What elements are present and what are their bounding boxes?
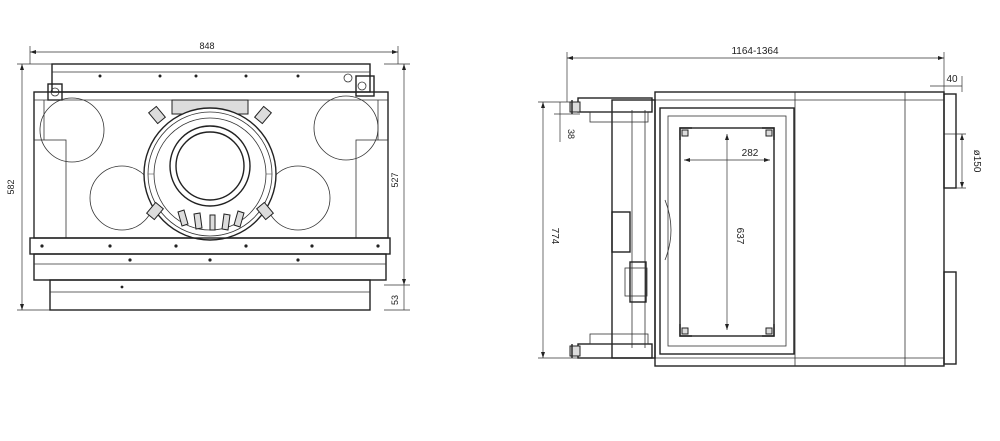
front-width-dimension: 848 [29,41,399,64]
width-dimension: 774 [538,101,580,359]
depth-label: 1164-1364 [731,46,779,57]
top-view: 1164-1364 40 ø150 774 38 [538,46,982,367]
front-view: 848 582 527 53 [6,41,410,311]
duct-dimension: ø150 [944,133,982,189]
depth-dimension: 1164-1364 [566,46,945,102]
glass-height-label: 637 [734,228,745,245]
front-width-label: 848 [199,41,214,51]
bottom-bolt [569,344,581,358]
front-height-label: 582 [6,179,16,194]
glass-height-dimension: 637 [725,134,745,330]
front-height-dimension: 582 [6,63,52,311]
duct-label: ø150 [971,150,982,173]
offset-dimension: 38 [554,102,580,142]
right-clamp [343,73,375,97]
glass-width-label: 282 [742,148,759,159]
top-bolt [569,100,581,114]
collar-label: 40 [946,74,958,85]
front-inner-height-dimension: 527 [384,63,410,286]
front-inner-height-label: 527 [390,172,400,187]
flue-ring [143,105,277,241]
front-base-label: 53 [390,295,400,305]
front-base-dimension: 53 [384,285,410,311]
width-label: 774 [549,228,560,245]
collar-dimension: 40 [930,74,963,92]
offset-label: 38 [566,129,576,139]
